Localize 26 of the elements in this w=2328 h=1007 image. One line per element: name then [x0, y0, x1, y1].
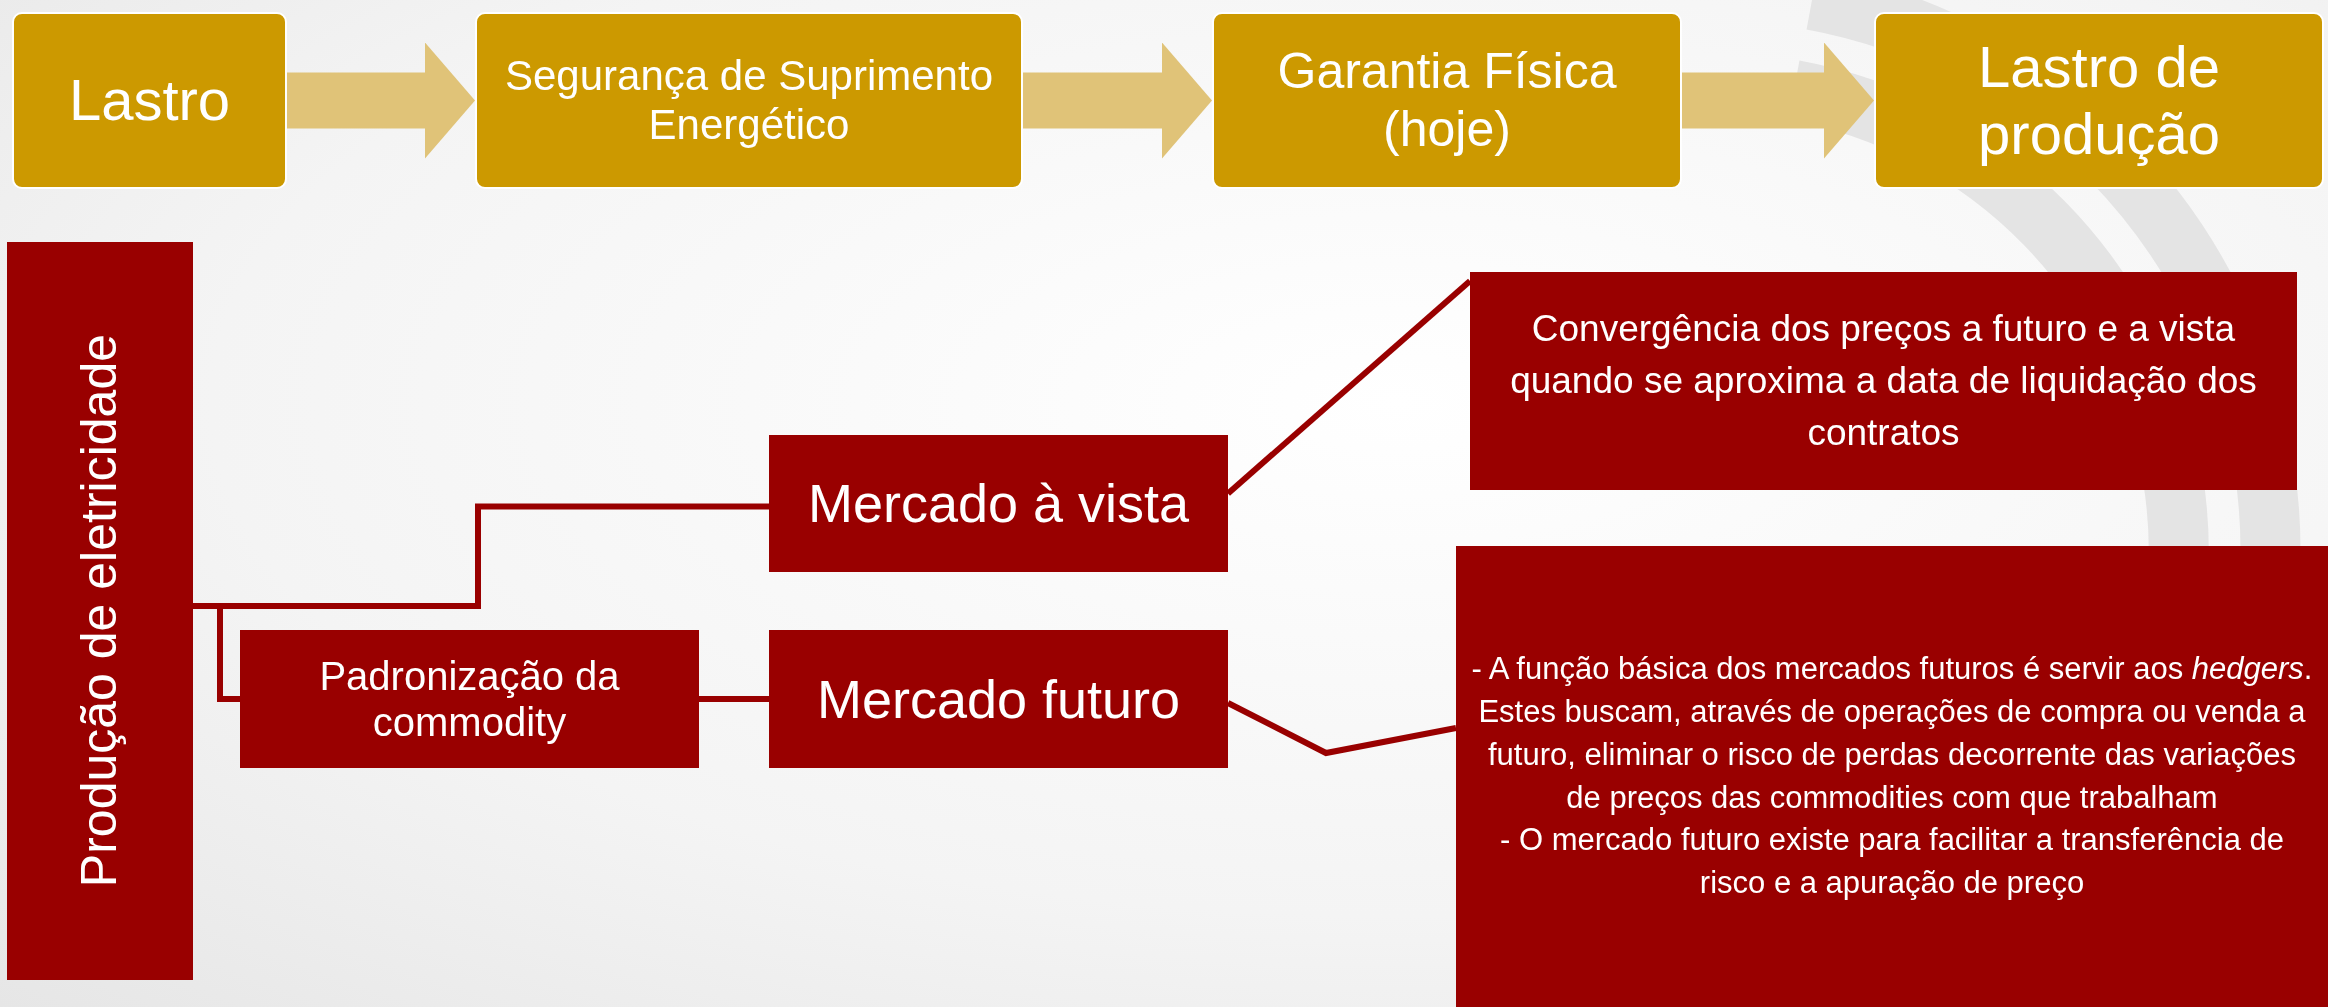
connector-line [699, 696, 769, 702]
process-box [1470, 272, 2297, 490]
connector-line [193, 603, 240, 702]
node-text: Lastro [68, 67, 231, 134]
vertical-label-box [7, 242, 193, 980]
node-text: Segurança de Suprimento Energético [504, 52, 994, 149]
process-box [240, 630, 699, 768]
node-text: Convergência dos preços a futuro e a vista quando se aproxima a data de liquidação dos contratos [1509, 307, 2258, 455]
node-text: Garantia Física (hoje) [1276, 43, 1618, 158]
block-arrow [1023, 42, 1212, 159]
process-box [1874, 12, 2324, 189]
process-box [769, 630, 1228, 768]
process-box [769, 435, 1228, 572]
node-text: - O mercado futuro existe para facilitar a transferência de risco e a apuração de preço [1499, 821, 2285, 903]
node-text: - A função básica dos mercados futuros é servir aos hedgers. Estes buscam, através de operações de compra ou venda a futuro, eliminar o risco de perdas decorrente das variações de preços das commodities com que trabalham [1470, 650, 2314, 817]
process-box [475, 12, 1023, 189]
process-box [1456, 546, 2328, 1007]
node-text: Padronização da commodity [318, 653, 621, 745]
node-text: Produção de eletricidade [71, 334, 129, 888]
process-box [1212, 12, 1682, 189]
block-arrow [287, 42, 475, 159]
node-text: Mercado futuro [816, 667, 1181, 731]
block-arrow [1682, 42, 1874, 159]
node-text: Lastro de produção [1977, 33, 2221, 168]
node-text: Mercado à vista [807, 472, 1190, 535]
process-box [12, 12, 287, 189]
